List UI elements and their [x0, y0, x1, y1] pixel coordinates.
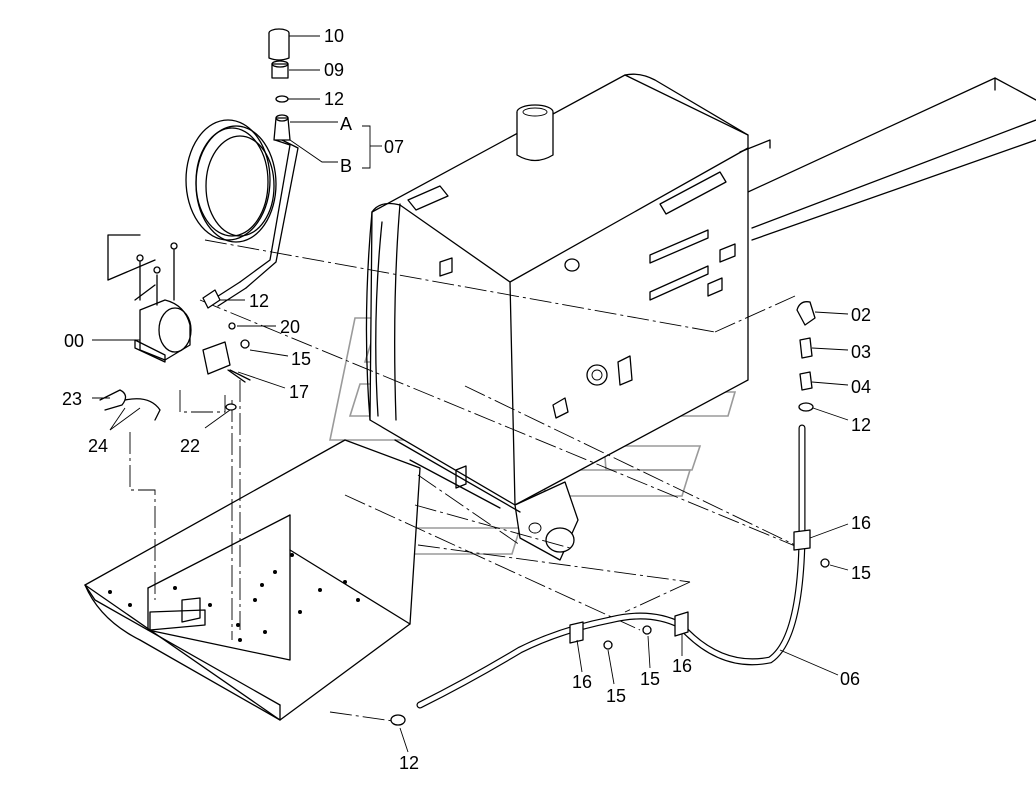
- callout-00: 00: [64, 331, 84, 351]
- reference-lines: [129, 239, 801, 723]
- callout-labels: 10 09 12 A B 07 12 00 20 15 17 23 24 22 …: [62, 26, 871, 773]
- right-hose-assembly: [390, 301, 830, 726]
- pump-assembly: [99, 234, 251, 421]
- callout-23: 23: [62, 389, 82, 409]
- callout-15-left: 15: [291, 349, 311, 369]
- callout-04: 04: [851, 377, 871, 397]
- top-fittings: [268, 28, 291, 141]
- callout-12-right: 12: [851, 415, 871, 435]
- callout-24: 24: [88, 436, 108, 456]
- callout-17: 17: [289, 382, 309, 402]
- callout-a: A: [340, 114, 352, 134]
- frame-beam: [734, 77, 1036, 241]
- callout-15-mid: 15: [606, 686, 626, 706]
- callout-07: 07: [384, 137, 404, 157]
- leader-lines: [92, 35, 849, 753]
- base-plate: [84, 439, 421, 721]
- coiled-hose: [185, 119, 299, 309]
- fuel-tank: [339, 73, 771, 561]
- callout-22: 22: [180, 436, 200, 456]
- callout-20: 20: [280, 317, 300, 337]
- callout-12-hose: 12: [249, 291, 269, 311]
- callout-02: 02: [851, 305, 871, 325]
- callout-15-low: 15: [640, 669, 660, 689]
- callout-16-right: 16: [851, 513, 871, 533]
- callout-16-mid: 16: [572, 672, 592, 692]
- callout-12-top: 12: [324, 89, 344, 109]
- callout-15-right: 15: [851, 563, 871, 583]
- callout-16-low: 16: [672, 656, 692, 676]
- callout-b: B: [340, 156, 352, 176]
- callout-09: 09: [324, 60, 344, 80]
- callout-03: 03: [851, 342, 871, 362]
- callout-10: 10: [324, 26, 344, 46]
- callout-12-bottom: 12: [399, 753, 419, 773]
- callout-06: 06: [840, 669, 860, 689]
